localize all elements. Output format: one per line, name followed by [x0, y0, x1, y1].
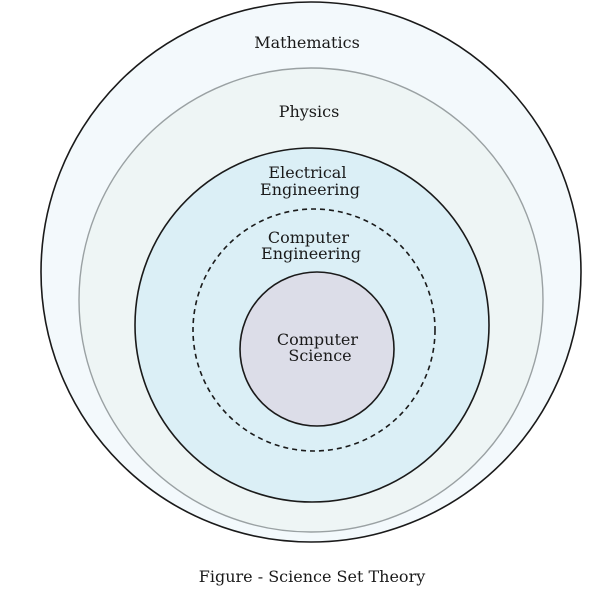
set-label-electrical-engineering: Electrical Engineering — [260, 163, 360, 199]
figure-caption: Figure - Science Set Theory — [199, 567, 426, 586]
set-label-computer-engineering: Computer Engineering — [261, 228, 361, 263]
set-circle-computer-science — [239, 271, 395, 427]
set-label-physics: Physics — [279, 102, 340, 121]
set-label-computer-science: Computer Science — [277, 330, 363, 365]
set-label-mathematics: Mathematics — [254, 33, 360, 52]
